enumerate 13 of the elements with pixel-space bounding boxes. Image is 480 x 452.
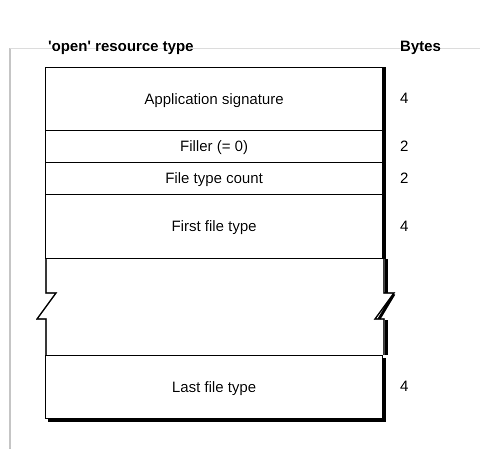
- column-header: Bytes: [400, 38, 441, 55]
- byte-count: 4: [400, 378, 408, 395]
- break-row: [36, 259, 398, 355]
- field-row: First file type: [45, 195, 383, 259]
- field-row: Filler (= 0): [45, 131, 383, 163]
- byte-count: 4: [400, 218, 408, 235]
- byte-count: 2: [400, 138, 408, 155]
- field-row: File type count: [45, 163, 383, 195]
- byte-count: 2: [400, 170, 408, 187]
- byte-count: 4: [400, 90, 408, 107]
- field-row: Application signature: [45, 67, 383, 131]
- diagram-title: 'open' resource type: [48, 38, 194, 55]
- field-row: Last file type: [45, 355, 383, 419]
